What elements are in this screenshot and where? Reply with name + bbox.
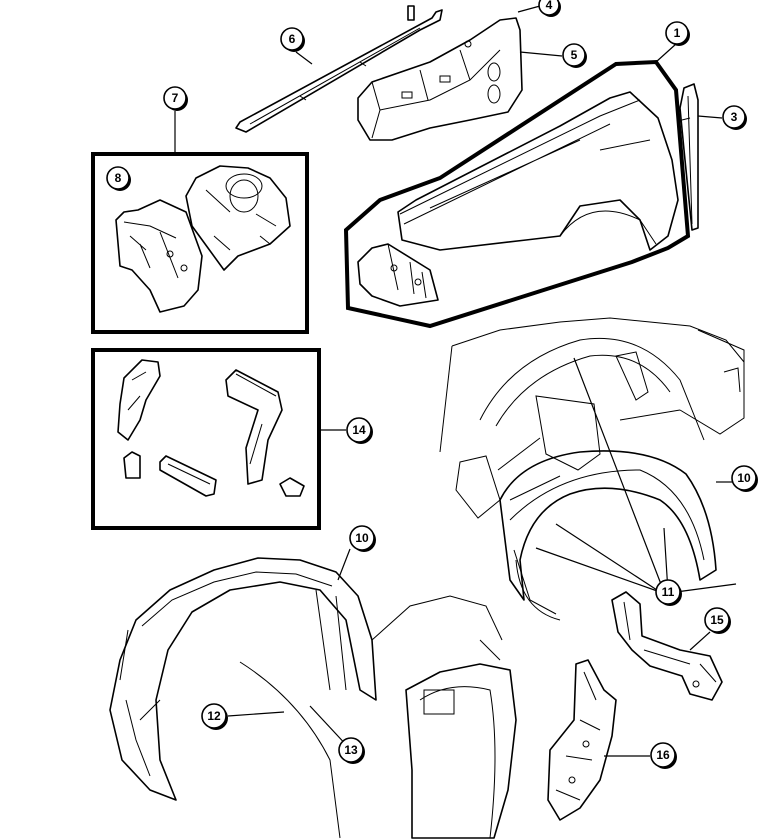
part-10-wheel-liner-rear bbox=[109, 557, 377, 801]
callout-7: 7 bbox=[163, 86, 188, 111]
callout-1: 1 bbox=[665, 21, 690, 46]
callout-5: 5 bbox=[562, 43, 587, 68]
part-8-wheelhouse-left bbox=[115, 199, 203, 313]
part-10-inner-fender-front bbox=[499, 450, 717, 621]
callout-4: 4 bbox=[538, 0, 561, 17]
callout-4-label: 4 bbox=[546, 0, 553, 12]
callout-13-label: 13 bbox=[344, 743, 358, 757]
callout-1-label: 1 bbox=[674, 26, 681, 40]
callout-12-label: 12 bbox=[207, 709, 221, 723]
callout-14-label: 14 bbox=[352, 423, 366, 437]
part-3-bracket bbox=[679, 83, 699, 231]
callout-11-label: 11 bbox=[662, 585, 675, 599]
callout-3: 3 bbox=[722, 105, 747, 130]
callout-15: 15 bbox=[704, 607, 731, 634]
callout-5-label: 5 bbox=[571, 48, 578, 62]
callout-13: 13 bbox=[338, 737, 365, 764]
callout-8: 8 bbox=[106, 166, 131, 191]
part-8-wheelhouse-right bbox=[185, 165, 291, 271]
box-14-frame bbox=[91, 348, 346, 530]
callout-16: 16 bbox=[650, 742, 677, 769]
callout-10-front-label: 10 bbox=[737, 471, 751, 485]
callout-6-label: 6 bbox=[289, 32, 296, 46]
callout-11: 11 bbox=[655, 579, 682, 606]
vehicle-rear-body bbox=[239, 595, 517, 839]
part-15-bracket bbox=[611, 591, 723, 701]
part-5-fender-apron bbox=[357, 17, 523, 141]
callout-3-label: 3 bbox=[731, 110, 738, 124]
callout-12: 12 bbox=[201, 703, 228, 730]
callout-14: 14 bbox=[346, 417, 373, 444]
part-1-front-fender bbox=[343, 59, 691, 329]
callout-10-rear: 10 bbox=[349, 525, 376, 552]
callout-8-label: 8 bbox=[115, 171, 122, 185]
part-14-brackets bbox=[117, 359, 305, 497]
callout-7-label: 7 bbox=[172, 91, 179, 105]
box-7-frame bbox=[91, 111, 309, 334]
callout-10-front: 10 bbox=[731, 465, 758, 492]
vehicle-front-body bbox=[439, 317, 745, 519]
part-6-cowl-strip bbox=[235, 5, 443, 133]
callout-6: 6 bbox=[280, 27, 305, 52]
callout-16-label: 16 bbox=[656, 748, 670, 762]
callout-15-label: 15 bbox=[710, 613, 724, 627]
part-16-bracket bbox=[547, 659, 617, 821]
callout-10-rear-label: 10 bbox=[355, 531, 369, 545]
